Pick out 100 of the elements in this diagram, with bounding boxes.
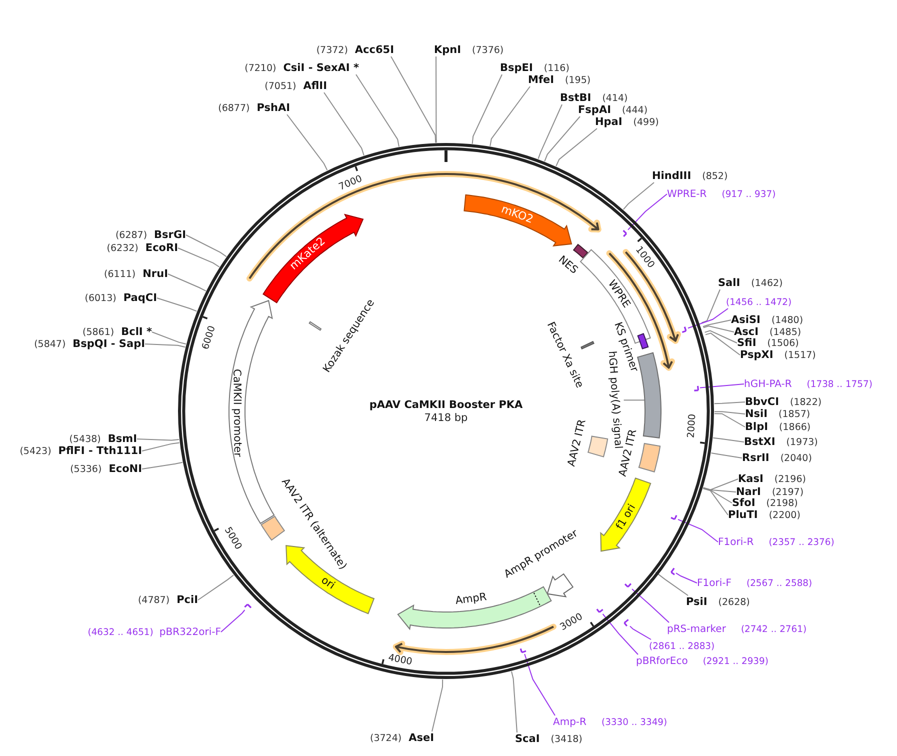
primer-mark (680, 325, 688, 334)
leader-line (544, 116, 580, 162)
cut-position: (2198) (766, 496, 798, 510)
enzyme-name: NarI (736, 486, 761, 498)
cut-position: (2197) (772, 486, 804, 498)
tick-label: 6000 (201, 324, 219, 352)
primer-name: Amp-R (553, 716, 586, 728)
enzyme-name: BlpI (745, 420, 768, 434)
cut-position: (1517) (784, 348, 816, 362)
enzyme-name: BspQI - SapI (72, 338, 145, 350)
enzyme-name: BbvCI (745, 396, 779, 408)
primer-range: (2357 .. 2376) (768, 536, 834, 548)
primer-mark (243, 602, 253, 610)
cut-position: (5438) (69, 432, 101, 446)
cut-position: (1866) (779, 420, 811, 434)
enzyme-name: ScaI (515, 732, 540, 746)
leader-line (511, 670, 518, 733)
cut-position: (6232) (106, 242, 138, 254)
leader-line (702, 488, 732, 504)
cut-position: (1822) (790, 396, 822, 408)
leader-line (678, 518, 718, 542)
leader-line (168, 274, 206, 292)
primer-range: (4632 .. 4651) (88, 626, 154, 638)
enzyme-name: BsrGI (154, 228, 186, 242)
cut-position: (1462) (751, 276, 783, 290)
leader-line (186, 234, 227, 258)
cut-position: (1480) (771, 314, 804, 326)
enzyme-name: PluTI (728, 508, 758, 522)
primer-mark (519, 647, 528, 654)
primer-name: pBR322ori-F (159, 626, 221, 638)
enzyme-name: FspAI (578, 104, 611, 116)
cut-position: (1973) (786, 436, 818, 448)
primer-mark (669, 566, 676, 576)
enzyme-name: KpnI (434, 44, 462, 56)
feature-label: hGH poly(A) signal (605, 350, 624, 450)
leader-line (676, 572, 698, 584)
cut-position: (2196) (774, 472, 806, 486)
enzyme-name: PsiI (686, 596, 708, 608)
leader-line (701, 289, 720, 324)
leader-line (714, 402, 746, 404)
feature-label: ori (318, 574, 337, 592)
feature-label: CaMKII promoter (230, 368, 244, 457)
primer-name: F1ori-F (697, 576, 732, 590)
cut-position: (444) (622, 104, 648, 116)
primer-range: (917 .. 937) (722, 188, 776, 200)
enzyme-name: SfoI (732, 496, 756, 510)
leader-line (688, 308, 728, 329)
tick-label: 4000 (386, 653, 413, 668)
enzyme-name: EcoRI (145, 242, 178, 254)
leader-line (630, 626, 652, 640)
leader-line (702, 488, 728, 516)
primer-mark (692, 384, 700, 392)
enzyme-name: PaqCI (123, 292, 157, 304)
enzyme-name: AseI (408, 732, 434, 744)
enzyme-name: NsiI (745, 408, 768, 420)
feature-label: mKO2 (500, 203, 536, 226)
enzyme-name: NruI (142, 268, 168, 280)
cut-position: (6013) (84, 292, 116, 304)
cut-position: (5423) (20, 444, 52, 458)
leader-line (538, 104, 562, 160)
enzyme-name: KasI (738, 472, 764, 486)
leader-line (324, 92, 364, 156)
cut-position: (5861) (82, 326, 114, 338)
primer-range: (3330 .. 3349) (602, 716, 668, 728)
cut-position: (499) (633, 116, 659, 128)
primer-name: F1ori-R (718, 536, 754, 548)
leader-line (286, 114, 328, 171)
cut-position: (2628) (718, 596, 750, 608)
primer-mark (623, 582, 633, 589)
leader-line (623, 400, 646, 401)
leader-line (178, 248, 220, 268)
leader-line (704, 330, 738, 344)
enzyme-name: PflFI - Tth111I (58, 444, 142, 458)
leader-line (702, 320, 732, 328)
cut-position: (1506) (767, 336, 799, 350)
enzyme-name: AflII (303, 80, 327, 92)
cut-position: (7051) (264, 80, 296, 92)
cut-position: (6877) (218, 102, 250, 114)
leader-line (390, 56, 436, 144)
leader-line (602, 614, 638, 655)
leader-line (152, 332, 186, 344)
enzyme-name: BstXI (744, 436, 776, 448)
enzyme-name: BstBI (560, 92, 592, 104)
leader-line (156, 298, 198, 312)
enzyme-name: AsiSI (731, 314, 760, 326)
plasmid-length: 7418 bp (424, 412, 468, 425)
primer-name: pRS-marker (667, 622, 726, 636)
enzyme-name: CsiI - SexAI * (283, 62, 359, 74)
cut-position: (5336) (70, 462, 102, 476)
primer-mark (623, 618, 630, 628)
enzyme-name: AscI (734, 326, 759, 338)
leader-line (198, 574, 234, 600)
cut-position: (1485) (770, 326, 802, 338)
enzyme-name: RsrII (742, 452, 770, 464)
leader-line (655, 572, 688, 596)
enzyme-name: PshAI (256, 102, 290, 114)
leader-line (472, 74, 502, 144)
primer-mark (669, 514, 678, 521)
primer-range: (1456 .. 1472) (726, 296, 792, 308)
cut-position: (7372) (316, 44, 348, 56)
